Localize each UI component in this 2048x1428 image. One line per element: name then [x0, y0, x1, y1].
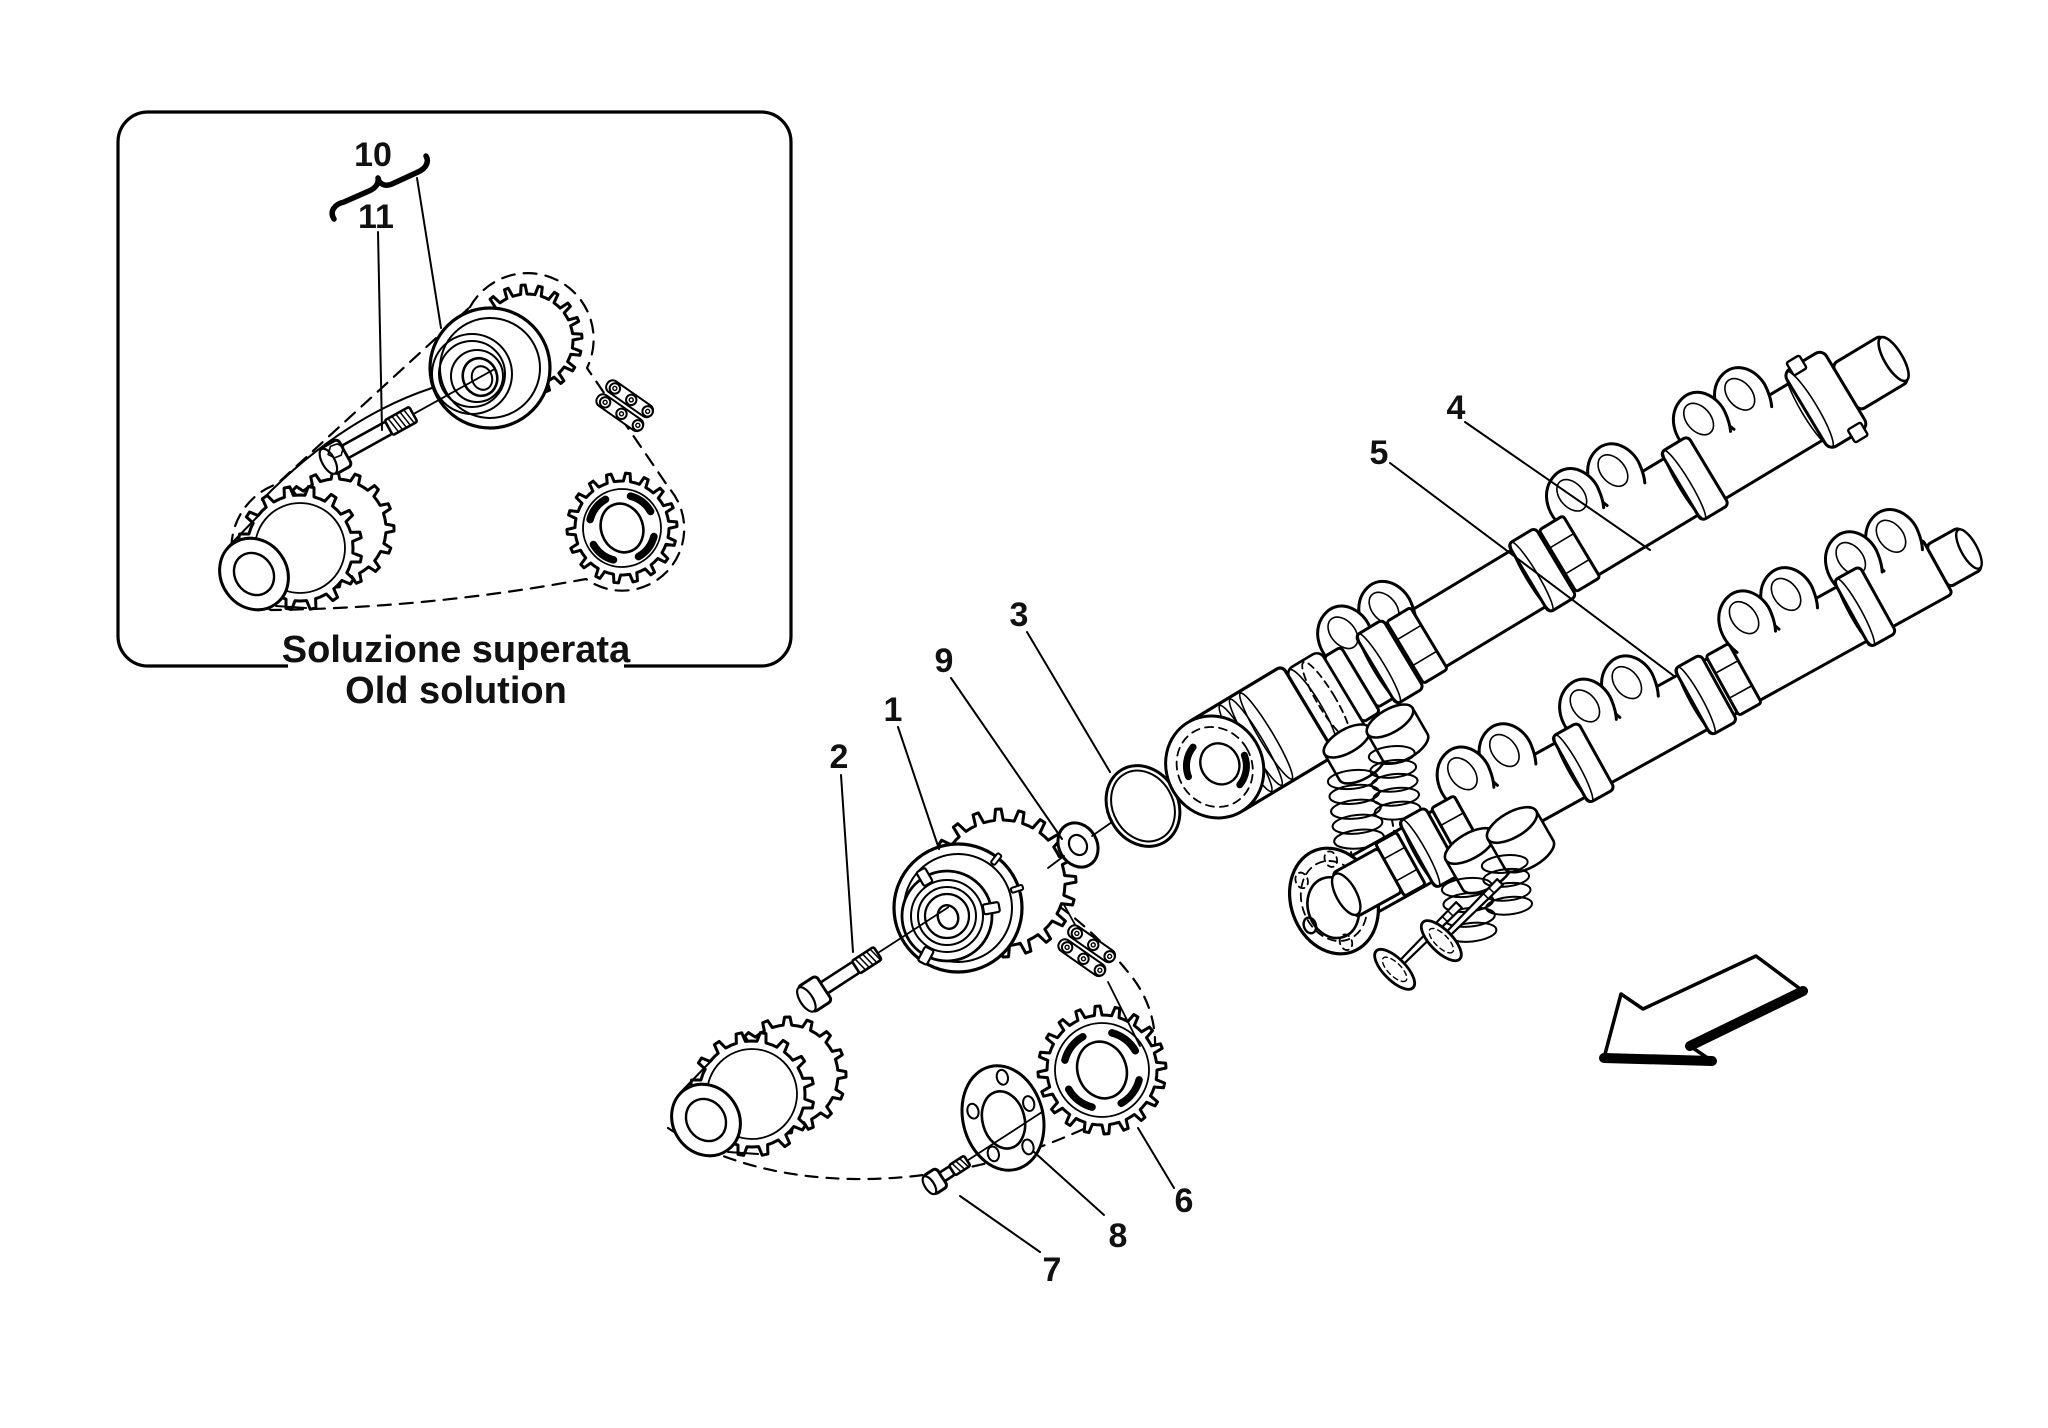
callout-1: 1 — [884, 691, 903, 729]
callout-7: 7 — [1043, 1251, 1062, 1289]
callout-labels: 10 11 1 2 3 9 4 5 6 8 7 Soluzione supera… — [282, 136, 1466, 1289]
camshafts-and-valves — [1164, 335, 1983, 991]
callout-9: 9 — [935, 642, 954, 680]
variator-assembly-exploded — [666, 764, 1209, 1196]
callout-4: 4 — [1447, 389, 1466, 427]
callout-2: 2 — [830, 738, 849, 776]
inset-caption-italian: Soluzione superata — [282, 629, 631, 671]
callout-10: 10 — [354, 136, 392, 174]
callout-5: 5 — [1370, 434, 1389, 472]
callout-8: 8 — [1109, 1217, 1128, 1255]
direction-arrow — [1599, 954, 1808, 1066]
callout-6: 6 — [1175, 1182, 1194, 1220]
callout-3: 3 — [1010, 596, 1029, 634]
old-solution-inset — [116, 110, 793, 712]
callout-leader-lines — [329, 153, 1675, 1253]
inset-caption-english: Old solution — [345, 670, 567, 712]
callout-11: 11 — [358, 198, 394, 236]
